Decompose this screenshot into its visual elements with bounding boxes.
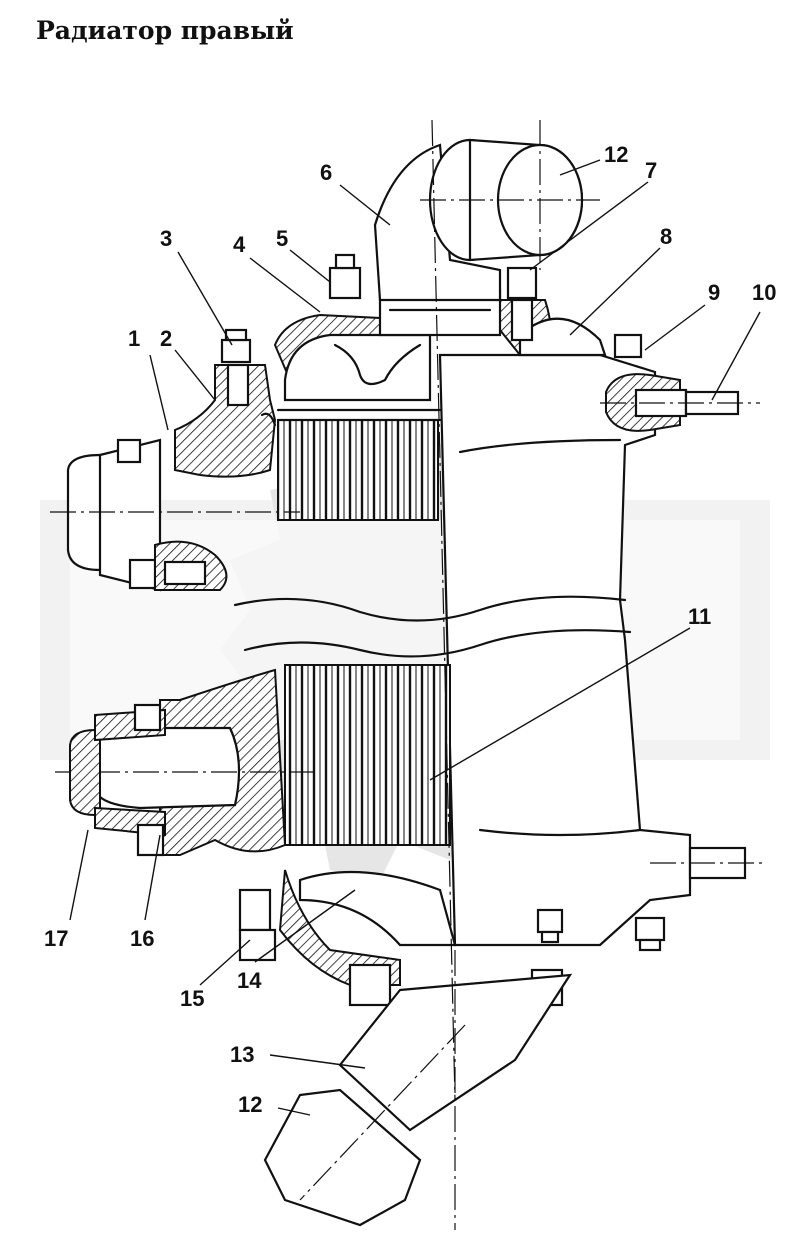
callout-7: 7 bbox=[645, 158, 657, 183]
callout-2: 2 bbox=[160, 326, 172, 351]
callout-10: 10 bbox=[752, 280, 776, 305]
center-axis bbox=[431, 119, 456, 1101]
callout-5: 5 bbox=[276, 226, 288, 251]
inlet-elbow-pipe bbox=[373, 120, 600, 302]
callout-12-bottom: 12 bbox=[238, 1092, 262, 1117]
callout-3: 3 bbox=[160, 226, 172, 251]
core-tubes-upper bbox=[277, 419, 439, 521]
section-break bbox=[233, 595, 627, 622]
callout-12-top: 12 bbox=[604, 142, 628, 167]
radiator-housing bbox=[438, 353, 765, 947]
callout-11: 11 bbox=[688, 604, 711, 629]
leader-lines bbox=[69, 159, 761, 1116]
callout-4: 4 bbox=[233, 232, 246, 257]
upper-bolts bbox=[220, 253, 538, 364]
callout-labels: 1 2 3 4 5 6 12 7 8 9 10 11 17 16 15 14 1… bbox=[44, 142, 776, 1117]
left-flange-lower bbox=[55, 668, 320, 857]
callout-14: 14 bbox=[237, 968, 262, 993]
callout-16: 16 bbox=[130, 926, 154, 951]
page-title: Радиатор правый bbox=[36, 16, 294, 45]
callout-1: 1 bbox=[128, 326, 140, 351]
outlet-pipe bbox=[263, 950, 573, 1230]
callout-17: 17 bbox=[44, 926, 68, 951]
callout-13: 13 bbox=[230, 1042, 254, 1067]
left-flange-upper bbox=[174, 363, 277, 478]
callout-8: 8 bbox=[660, 224, 672, 249]
lower-cover bbox=[238, 869, 457, 1007]
left-end-cap bbox=[50, 438, 300, 592]
callout-9: 9 bbox=[708, 280, 720, 305]
core-tubes-lower bbox=[284, 664, 451, 846]
callout-15: 15 bbox=[180, 986, 204, 1011]
callout-6: 6 bbox=[320, 160, 332, 185]
